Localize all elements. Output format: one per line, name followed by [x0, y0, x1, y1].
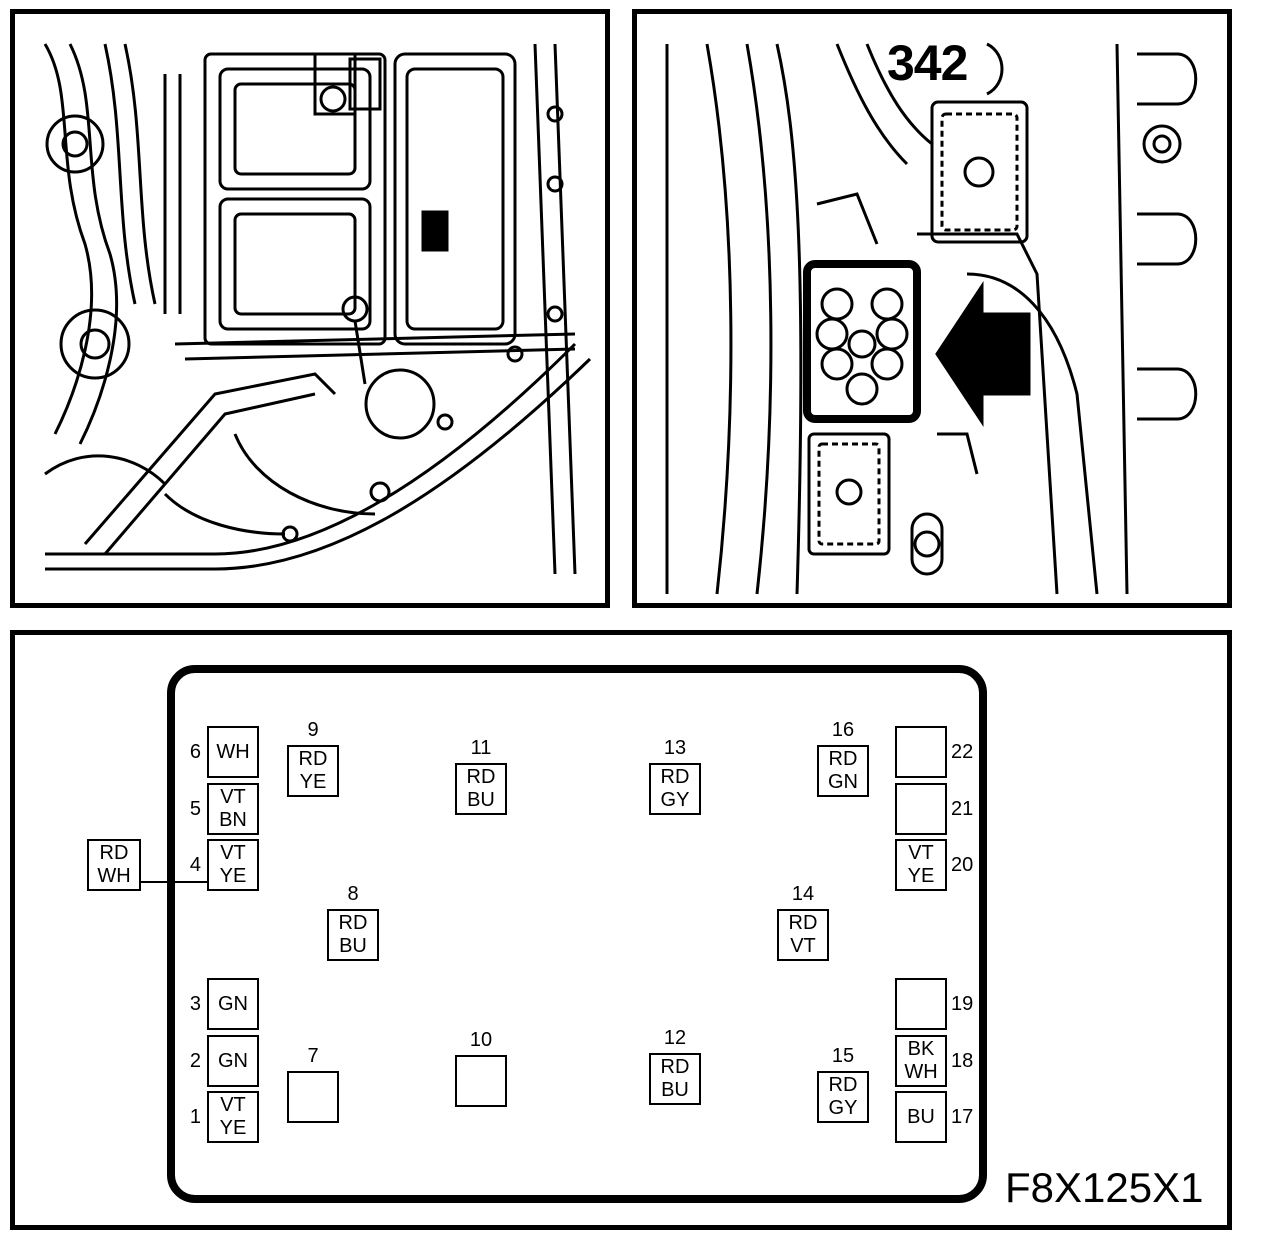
engine-compartment-drawing — [43, 43, 592, 575]
pin-color-code: VT YE — [219, 1094, 247, 1139]
arrow-left-icon — [935, 281, 1031, 427]
pin-4-wire-color: VT YE — [207, 839, 259, 891]
pin-color-code: RD VT — [788, 912, 818, 957]
pin-number-7: 7 — [307, 1045, 319, 1067]
pin-color-code: RD GY — [660, 766, 690, 811]
connector-number-label: 342 — [887, 35, 968, 91]
pin-number-19: 19 — [951, 993, 974, 1015]
pin-number-14: 14 — [791, 883, 815, 905]
pin-number-18: 18 — [951, 1050, 974, 1072]
pin-number-16: 16 — [831, 719, 855, 741]
pin-color-code: GN — [218, 1049, 248, 1072]
pin-17-wire-color: BU — [895, 1091, 947, 1143]
pin-number-1: 1 — [189, 1106, 201, 1128]
external-wire-color: RD WH — [97, 842, 131, 887]
external-wire-label: RD WH — [87, 839, 141, 891]
pin-color-code: BU — [907, 1105, 935, 1128]
pin-color-code: RD BU — [660, 1056, 690, 1101]
pin-number-15: 15 — [831, 1045, 855, 1067]
pin-13-wire-color: RD GY — [649, 763, 701, 815]
pin-number-2: 2 — [189, 1050, 201, 1072]
pin-6-wire-color: WH — [207, 726, 259, 778]
pin-color-code: RD YE — [298, 748, 328, 793]
pin-number-8: 8 — [347, 883, 359, 905]
pin-2-wire-color: GN — [207, 1035, 259, 1087]
pin-22-wire-color — [895, 726, 947, 778]
pin-12-wire-color: RD BU — [649, 1053, 701, 1105]
pin-16-wire-color: RD GN — [817, 745, 869, 797]
pin-number-4: 4 — [189, 854, 201, 876]
pin-number-10: 10 — [469, 1029, 493, 1051]
figure-code: F8X125X1 — [1005, 1164, 1204, 1211]
pin-color-code: RD GY — [828, 1074, 858, 1119]
pin-number-22: 22 — [951, 741, 974, 763]
pin-number-11: 11 — [470, 737, 492, 759]
pin-15-wire-color: RD GY — [817, 1071, 869, 1123]
pin-18-wire-color: BK WH — [895, 1035, 947, 1087]
pin-number-13: 13 — [663, 737, 687, 759]
pin-1-wire-color: VT YE — [207, 1091, 259, 1143]
pin-5-wire-color: VT BN — [207, 783, 259, 835]
pin-number-5: 5 — [189, 798, 201, 820]
pin-20-wire-color: VT YE — [895, 839, 947, 891]
pin-10-wire-color — [455, 1055, 507, 1107]
pin-color-code: RD BU — [338, 912, 368, 957]
pin-14-wire-color: RD VT — [777, 909, 829, 961]
connector-body-outline — [167, 665, 987, 1203]
pin-21-wire-color — [895, 783, 947, 835]
pin-color-code: BK WH — [904, 1038, 938, 1083]
pin-color-code: GN — [218, 992, 248, 1015]
pin-8-wire-color: RD BU — [327, 909, 379, 961]
engine-compartment-panel — [10, 9, 610, 608]
pin-number-9: 9 — [307, 719, 319, 741]
pin-color-code: WH — [216, 740, 250, 763]
connector-location-drawing — [665, 42, 1198, 595]
pin-number-6: 6 — [189, 741, 201, 763]
pin-9-wire-color: RD YE — [287, 745, 339, 797]
pin-19-wire-color — [895, 978, 947, 1030]
pin-number-17: 17 — [951, 1106, 974, 1128]
pin-color-code: RD GN — [828, 748, 858, 793]
pin-7-wire-color — [287, 1071, 339, 1123]
pin-3-wire-color: GN — [207, 978, 259, 1030]
pin-color-code: VT YE — [907, 842, 935, 887]
pin-11-wire-color: RD BU — [455, 763, 507, 815]
pin-number-20: 20 — [951, 854, 974, 876]
connector-pinout-panel: RD WH VT YE 1 GN 2 GN 3 VT YE 4 VT BN 5 WH 6 7 RD BU 8… — [10, 630, 1232, 1230]
pin-number-12: 12 — [663, 1027, 687, 1049]
pin-color-code: VT BN — [219, 786, 247, 831]
pin-number-21: 21 — [951, 798, 974, 820]
pin-color-code: VT YE — [219, 842, 247, 887]
connector-location-panel: 342 — [632, 9, 1232, 608]
pin-number-3: 3 — [189, 993, 201, 1015]
external-wire-line — [141, 881, 207, 883]
pin-color-code: RD BU — [466, 766, 496, 811]
